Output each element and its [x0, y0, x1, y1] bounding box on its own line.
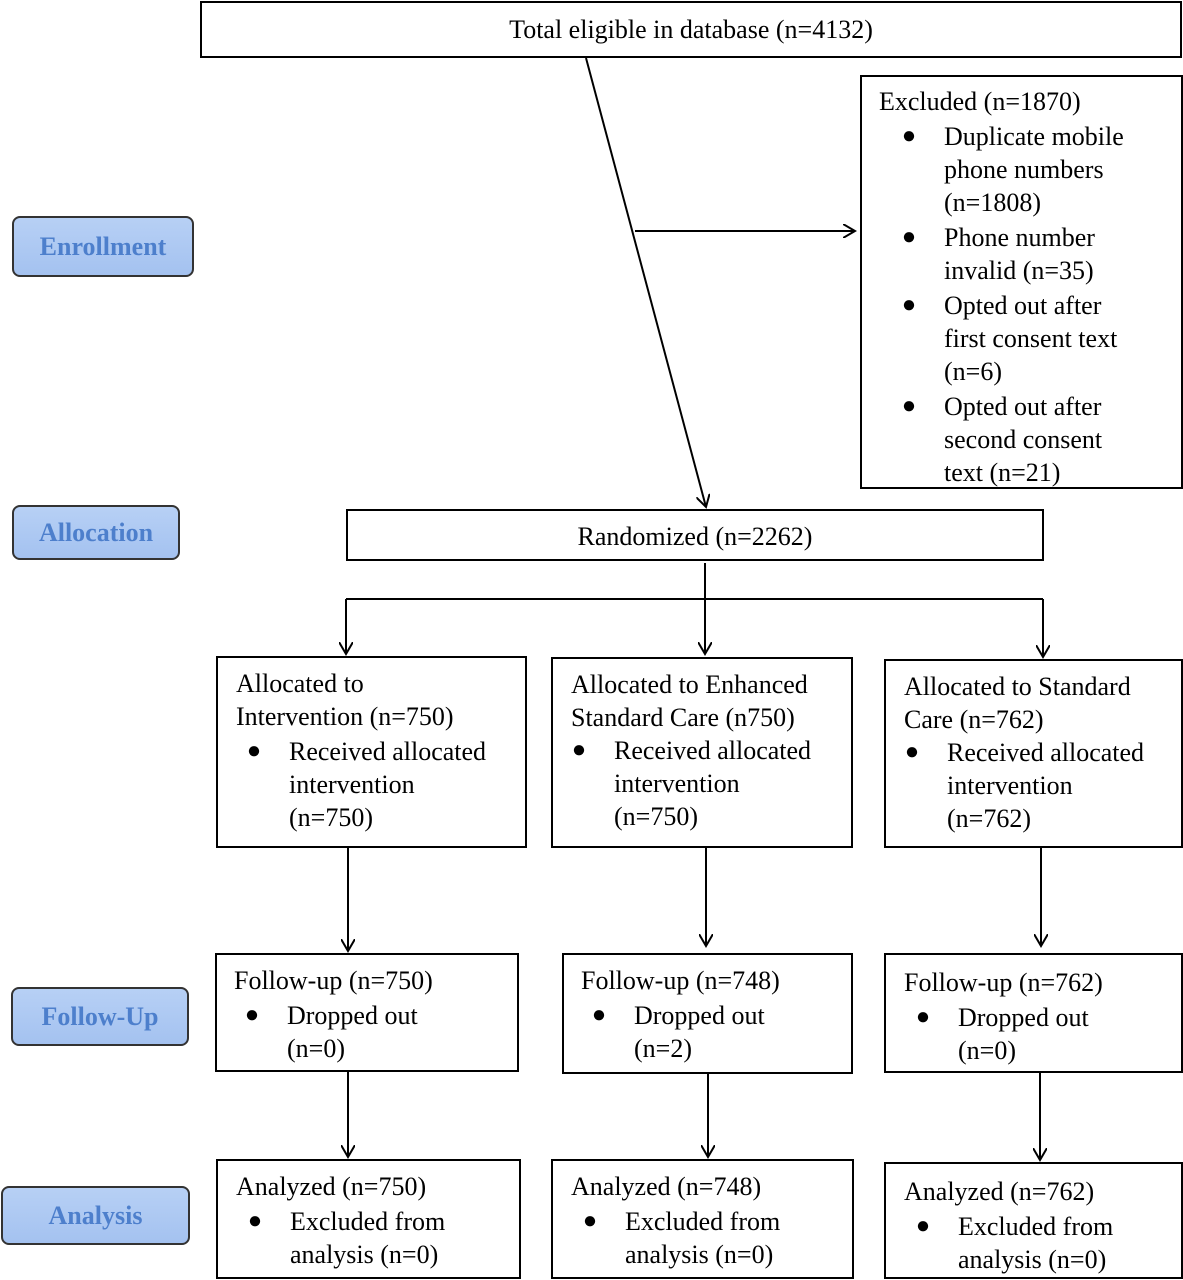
randomized-box: Randomized (n=2262)	[346, 509, 1044, 561]
stage-followup: Follow-Up	[11, 987, 189, 1046]
excluded-title: Excluded (n=1870)	[879, 87, 1081, 116]
stage-allocation: Allocation	[12, 505, 180, 560]
followup-title: Follow-up (n=750)	[234, 966, 433, 995]
followup-box-intervention: Follow-up (n=750) ●Dropped out(n=0)	[215, 953, 519, 1072]
followup-title: Follow-up (n=762)	[904, 968, 1103, 997]
stage-analysis: Analysis	[1, 1186, 190, 1245]
followup-item: ●Dropped out(n=2)	[591, 1001, 765, 1063]
analysis-title: Analyzed (n=762)	[904, 1177, 1095, 1206]
randomized-label: Randomized (n=2262)	[577, 522, 813, 551]
stage-enrollment: Enrollment	[12, 216, 194, 277]
analysis-title: Analyzed (n=750)	[236, 1172, 427, 1201]
followup-box-enhanced: Follow-up (n=748) ●Dropped out(n=2)	[562, 953, 853, 1074]
analysis-title: Analyzed (n=748)	[571, 1172, 762, 1201]
followup-list: ●Dropped out(n=0)	[234, 999, 517, 1065]
arrow-total-to-randomized	[585, 57, 706, 507]
followup-box-standard: Follow-up (n=762) ●Dropped out(n=0)	[884, 953, 1183, 1073]
followup-list: ●Dropped out(n=2)	[581, 999, 851, 1065]
followup-list: ●Dropped out(n=0)	[904, 1001, 1181, 1067]
followup-item: ●Dropped out(n=0)	[244, 1001, 418, 1063]
total-eligible-label: Total eligible in database (n=4132)	[509, 15, 873, 44]
followup-item: ●Dropped out(n=0)	[915, 1003, 1089, 1065]
followup-title: Follow-up (n=748)	[581, 966, 780, 995]
total-eligible-box: Total eligible in database (n=4132)	[200, 1, 1182, 58]
